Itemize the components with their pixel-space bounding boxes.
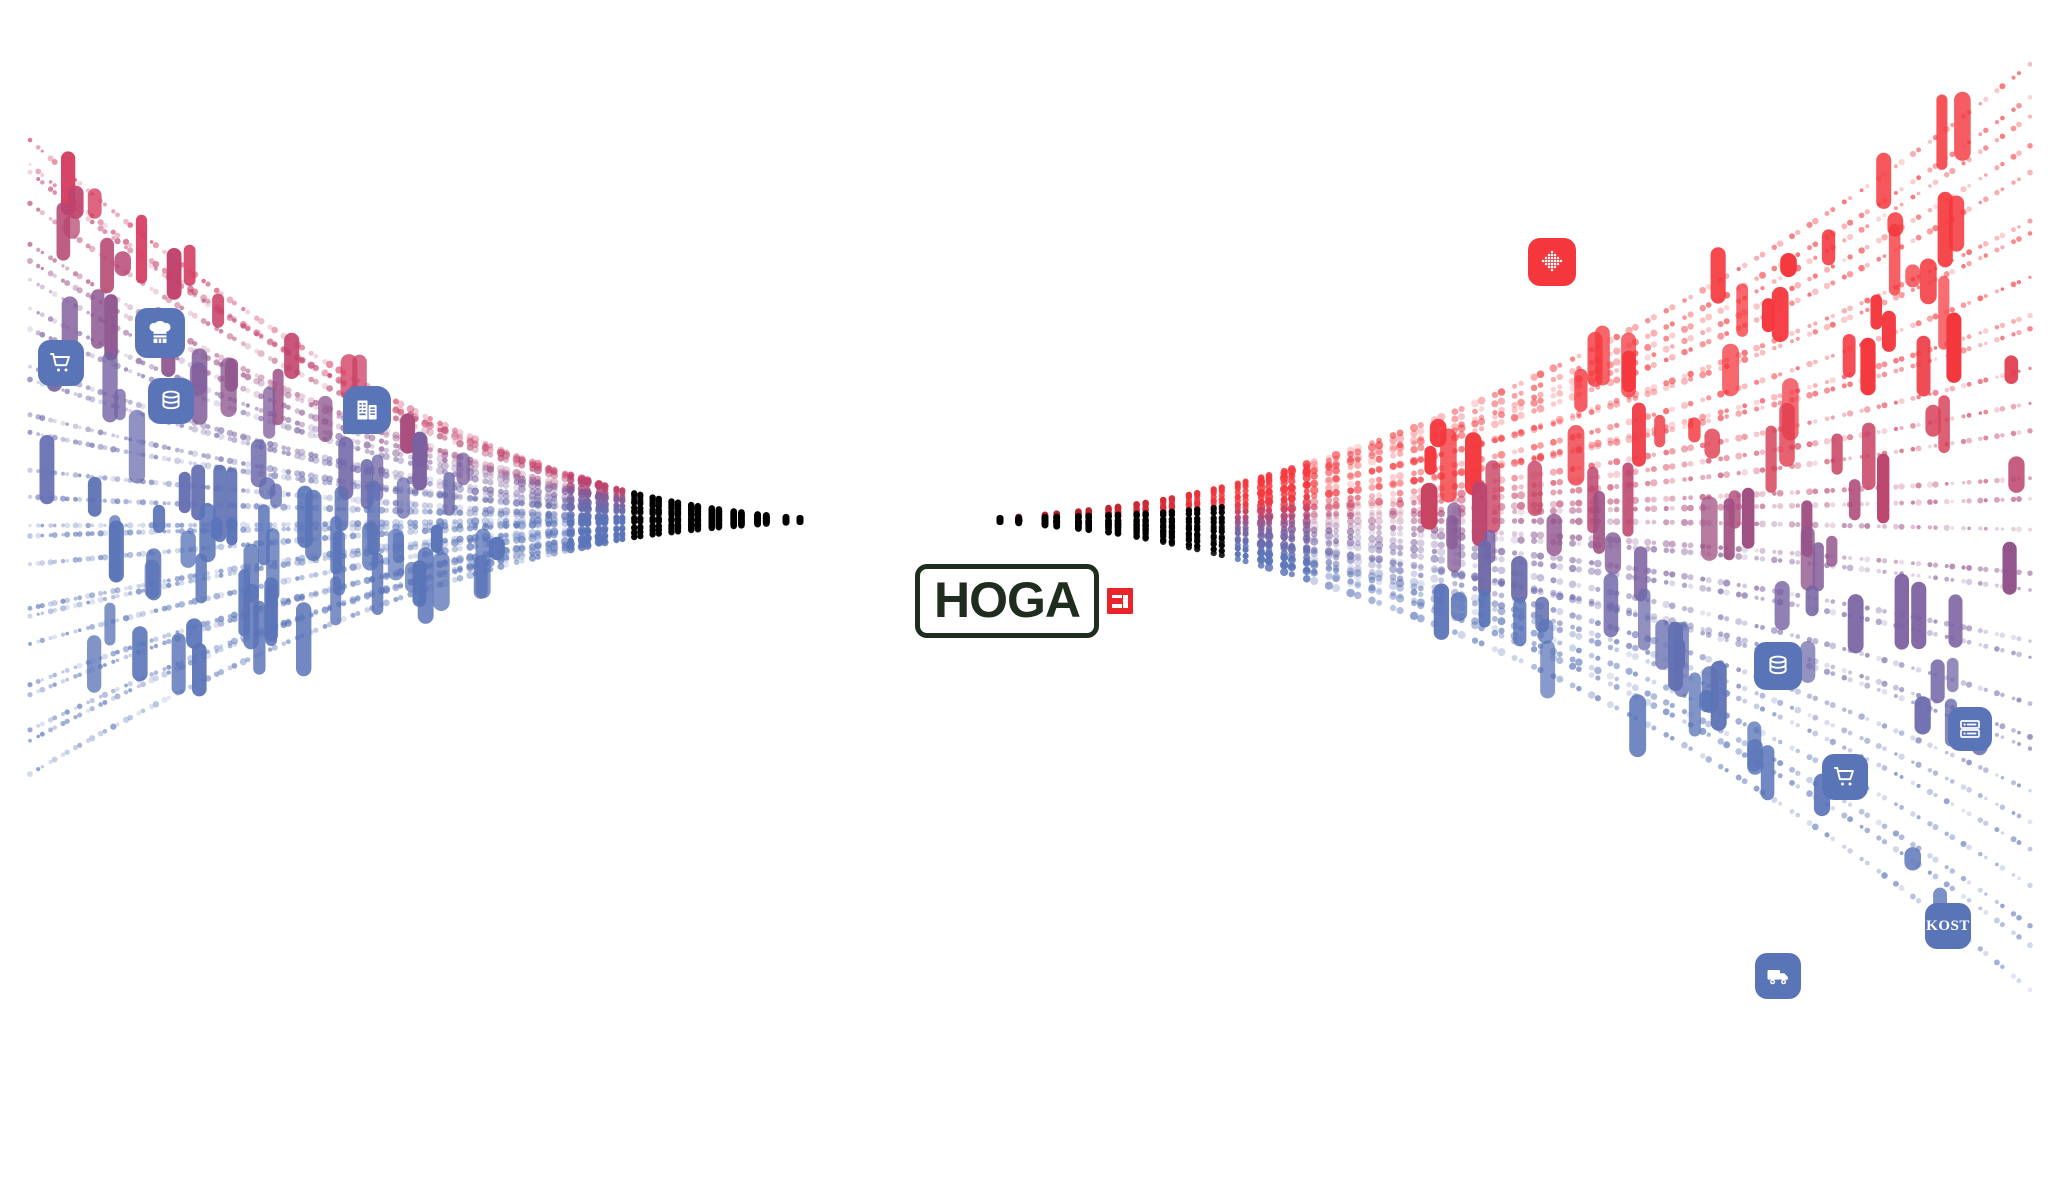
database-icon[interactable] bbox=[1754, 642, 1802, 690]
server-rack-icon[interactable] bbox=[1948, 707, 1992, 751]
diamond-grid-icon-glyph bbox=[1541, 250, 1563, 272]
database-icon-glyph bbox=[1769, 655, 1787, 675]
hoga-red-emblem-icon bbox=[1107, 588, 1133, 614]
hoga-logo[interactable]: HOGA bbox=[915, 564, 1133, 638]
shopping-cart-icon[interactable] bbox=[38, 340, 84, 386]
shopping-cart-icon[interactable] bbox=[1822, 754, 1868, 800]
server-rack-icon-glyph bbox=[1960, 720, 1980, 738]
database-icon[interactable] bbox=[148, 378, 194, 424]
shopping-cart-icon-glyph bbox=[50, 353, 70, 372]
flow-bars bbox=[39, 91, 2025, 939]
kost-badge-label: KOST bbox=[1926, 917, 1970, 934]
chef-hat-icon-glyph bbox=[149, 321, 171, 343]
chef-hat-icon[interactable] bbox=[135, 308, 185, 358]
invoice-icon[interactable] bbox=[343, 386, 391, 434]
kost-text-badge[interactable]: KOST bbox=[1925, 903, 1971, 949]
database-icon-glyph bbox=[162, 390, 180, 410]
diamond-grid-icon[interactable] bbox=[1528, 238, 1576, 286]
delivery-truck-icon-glyph bbox=[1767, 969, 1788, 984]
logo-box: HOGA bbox=[915, 564, 1099, 638]
delivery-truck-icon[interactable] bbox=[1755, 953, 1801, 999]
shopping-cart-icon-glyph bbox=[1834, 767, 1854, 786]
logo-text: HOGA bbox=[934, 572, 1081, 628]
invoice-icon-glyph bbox=[357, 400, 377, 420]
